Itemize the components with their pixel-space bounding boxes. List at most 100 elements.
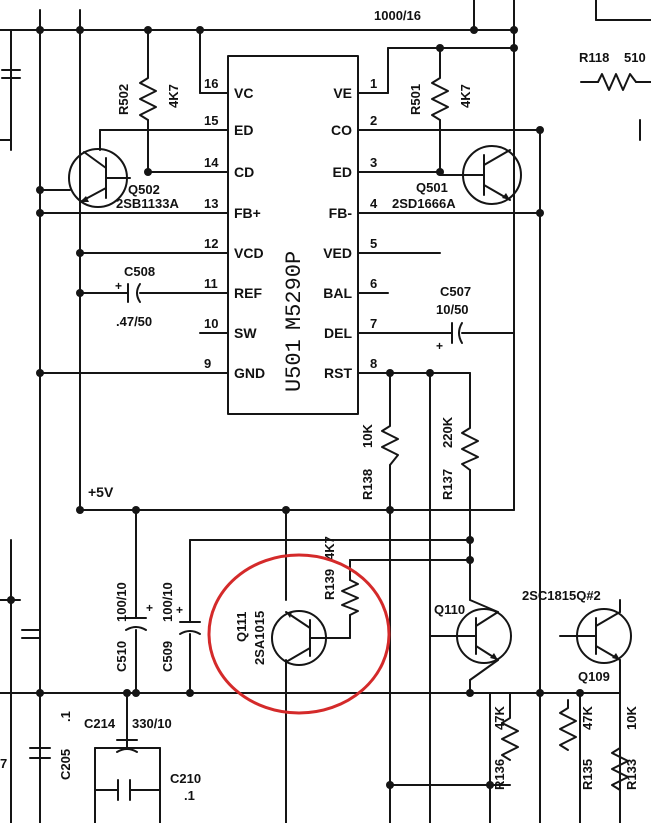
c508-value: .47/50 bbox=[116, 314, 152, 329]
r139-label: R139 bbox=[322, 569, 337, 600]
q502-part: 2SB1133A bbox=[116, 196, 179, 211]
left-edge-label: 7 bbox=[0, 756, 7, 771]
r139-value: 4K7 bbox=[322, 536, 337, 560]
r137-symbol bbox=[461, 419, 479, 471]
pin-num: 15 bbox=[204, 113, 218, 128]
r501-label: R501 bbox=[408, 84, 423, 115]
q502-label: Q502 bbox=[128, 182, 160, 197]
c509-symbol: + bbox=[176, 599, 201, 646]
capacitors: + + + + bbox=[1, 69, 471, 801]
pin-name: FB- bbox=[329, 205, 353, 221]
svg-text:+: + bbox=[176, 603, 183, 617]
svg-text:+: + bbox=[146, 601, 153, 615]
r133-value: 10K bbox=[624, 706, 639, 730]
pin-num: 2 bbox=[370, 113, 377, 128]
c507-value: 10/50 bbox=[436, 302, 469, 317]
left-edge-caps bbox=[1, 69, 41, 639]
r118-value: 510 bbox=[624, 50, 646, 65]
c507-symbol: + bbox=[436, 322, 471, 353]
r139-symbol bbox=[341, 579, 359, 616]
q501-symbol bbox=[439, 145, 522, 205]
pin-num: 7 bbox=[370, 316, 377, 331]
pin-name: VC bbox=[234, 85, 253, 101]
pin-num: 14 bbox=[204, 155, 219, 170]
pin-num: 1 bbox=[370, 76, 377, 91]
transistors bbox=[68, 145, 632, 681]
top-cap-label: 1000/16 bbox=[374, 8, 421, 23]
r135-symbol bbox=[559, 699, 577, 751]
pin-num: 12 bbox=[204, 236, 218, 251]
c509-label: C509 bbox=[160, 641, 175, 672]
r118-symbol bbox=[597, 73, 637, 91]
q110-label: Q110 bbox=[434, 602, 465, 617]
r135-label: R135 bbox=[580, 759, 595, 790]
resistors bbox=[139, 69, 637, 791]
pin-name: GND bbox=[234, 365, 265, 381]
ic-ref-label: U501 bbox=[282, 339, 307, 392]
pin-num: 13 bbox=[204, 196, 218, 211]
pin-num: 4 bbox=[370, 196, 378, 211]
c509-value: 100/10 bbox=[160, 582, 175, 622]
supply-label: +5V bbox=[88, 484, 114, 500]
r136-label: R136 bbox=[492, 759, 507, 790]
svg-text:+: + bbox=[115, 279, 122, 293]
pin-num: 6 bbox=[370, 276, 377, 291]
r133-symbol bbox=[611, 739, 629, 791]
c214-label: C214 bbox=[84, 716, 116, 731]
r502-label: R502 bbox=[116, 84, 131, 115]
q109-label: Q109 bbox=[578, 669, 610, 684]
c508-symbol: + bbox=[115, 279, 141, 303]
component-labels: 1000/16 R118 510 R502 4K7 R501 4K7 Q502 … bbox=[0, 8, 646, 803]
r501-symbol bbox=[431, 69, 449, 121]
pin-name: VED bbox=[323, 245, 352, 261]
r502-value: 4K7 bbox=[166, 84, 181, 108]
pin-num: 9 bbox=[204, 356, 211, 371]
q501-part: 2SD1666A bbox=[392, 196, 456, 211]
c507-label: C507 bbox=[440, 284, 471, 299]
c214-value: 330/10 bbox=[132, 716, 172, 731]
ic-part-label: M5290P bbox=[282, 251, 307, 330]
q501-label: Q501 bbox=[416, 180, 448, 195]
r137-value: 220K bbox=[440, 416, 455, 448]
q111-label: Q111 bbox=[234, 612, 249, 642]
c205-value: .1 bbox=[58, 711, 73, 722]
r135-value: 47K bbox=[580, 706, 595, 730]
pin-name: CD bbox=[234, 164, 254, 180]
c508-label: C508 bbox=[124, 264, 155, 279]
ic-left-pins: 16 VC 15 ED 14 CD 13 FB+ 12 VCD 11 REF 1… bbox=[204, 76, 265, 381]
r136-value: 47K bbox=[492, 706, 507, 730]
pin-name: SW bbox=[234, 325, 257, 341]
q111-symbol bbox=[271, 610, 327, 666]
pin-num: 5 bbox=[370, 236, 377, 251]
pin-num: 11 bbox=[204, 276, 218, 291]
r138-value: 10K bbox=[360, 424, 375, 448]
pin-num: 3 bbox=[370, 155, 377, 170]
pin-name: BAL bbox=[323, 285, 352, 301]
highlight-ellipse bbox=[207, 553, 391, 715]
r136-symbol bbox=[501, 709, 519, 761]
pin-name: REF bbox=[234, 285, 262, 301]
pin-name: ED bbox=[333, 164, 352, 180]
q111-part: 2SA1015 bbox=[252, 611, 267, 665]
r133-label: R133 bbox=[624, 759, 639, 790]
q109-part: 2SC1815Q#2 bbox=[522, 588, 601, 603]
c210-value: .1 bbox=[184, 788, 195, 803]
c210-symbol bbox=[117, 779, 131, 801]
r118-label: R118 bbox=[579, 50, 609, 65]
ic-right-pins: 1 VE 2 CO 3 ED 4 FB- 5 VED 6 BAL 7 DEL 8… bbox=[323, 76, 378, 381]
c510-symbol: + bbox=[125, 589, 153, 641]
c510-value: 100/10 bbox=[114, 582, 129, 622]
junctions bbox=[7, 26, 584, 789]
c205-symbol bbox=[29, 747, 51, 759]
pin-name: CO bbox=[331, 122, 352, 138]
c210-label: C210 bbox=[170, 771, 201, 786]
q110-symbol bbox=[429, 599, 512, 681]
pin-name: VCD bbox=[234, 245, 264, 261]
q502-symbol bbox=[68, 148, 131, 208]
svg-text:+: + bbox=[436, 339, 443, 353]
r137-label: R137 bbox=[440, 469, 455, 500]
pin-num: 10 bbox=[204, 316, 218, 331]
c510-label: C510 bbox=[114, 641, 129, 672]
